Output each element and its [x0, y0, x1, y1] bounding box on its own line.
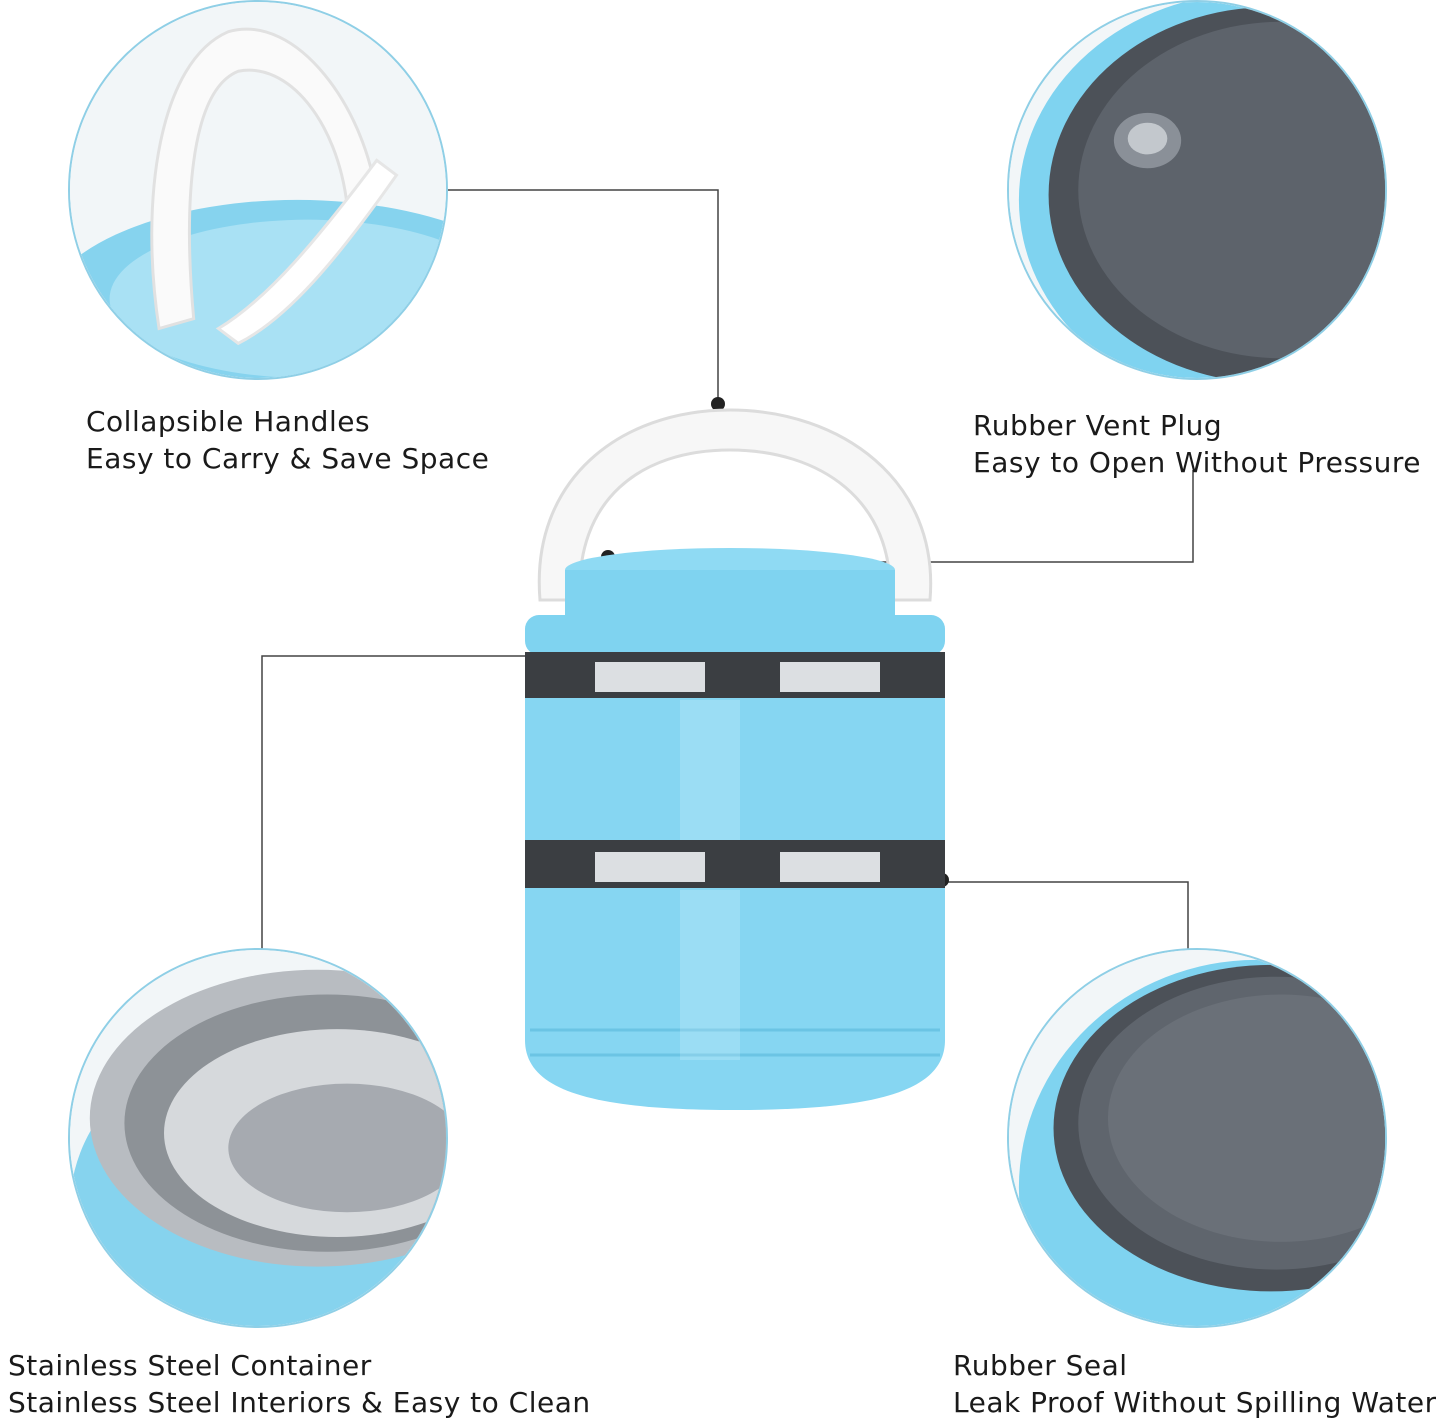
caption-handles: Collapsible Handles Easy to Carry & Save… — [86, 403, 489, 477]
caption-container-subtitle: Stainless Steel Interiors & Easy to Clea… — [8, 1386, 591, 1419]
leader-seal — [942, 881, 1189, 950]
caption-seal-subtitle: Leak Proof Without Spilling Water — [953, 1386, 1436, 1419]
caption-seal-title: Rubber Seal — [953, 1349, 1128, 1382]
stainless-container-detail-image — [68, 948, 448, 1328]
caption-handles-title: Collapsible Handles — [86, 405, 371, 438]
caption-handles-subtitle: Easy to Carry & Save Space — [86, 442, 490, 475]
handle-detail-image — [68, 0, 448, 380]
caption-seal: Rubber Seal Leak Proof Without Spilling … — [953, 1347, 1436, 1421]
leader-container — [261, 655, 532, 950]
vent-plug-detail-image — [1007, 0, 1387, 380]
caption-vent-title: Rubber Vent Plug — [973, 409, 1223, 442]
caption-vent-subtitle: Easy to Open Without Pressure — [973, 446, 1421, 479]
caption-container-title: Stainless Steel Container — [8, 1349, 372, 1382]
lunch-box-product-image — [500, 400, 970, 1140]
caption-container: Stainless Steel Container Stainless Stee… — [8, 1347, 591, 1421]
caption-vent: Rubber Vent Plug Easy to Open Without Pr… — [973, 407, 1421, 481]
leader-handles — [445, 189, 719, 404]
rubber-seal-detail-image — [1007, 948, 1387, 1328]
